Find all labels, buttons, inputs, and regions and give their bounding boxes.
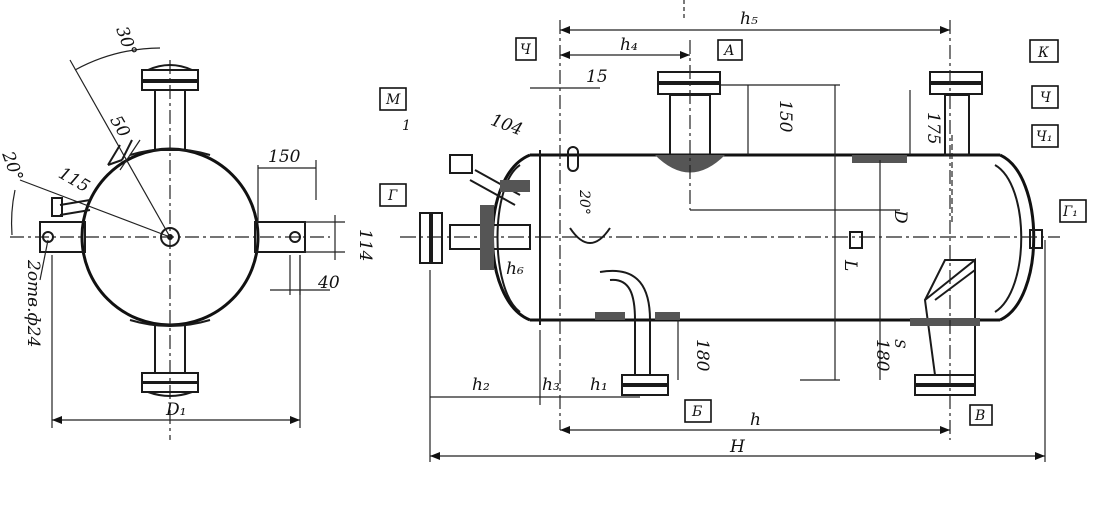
tag-v-text: В [974,408,985,424]
tag-ch-1 [515,37,537,61]
dim-175-label: 175 [923,112,943,144]
tag-ch-1-text: Ч [520,42,532,58]
end-view: 30° 20° 50 115 150 114 40 2отв.ф24 D₁ [0,24,375,440]
dim-1-label: 1 [402,118,411,134]
holes-label: 2отв.ф24 [23,259,43,347]
left-support [39,221,86,253]
dim-180-a-label: 180 [692,339,712,372]
tag-ch1 [1031,124,1059,148]
tag-g1-text: Г₁ [1062,204,1078,220]
h3-label: h₃ [542,375,560,395]
tag-g-text: Г [387,188,398,204]
tag-b [684,399,712,423]
tag-k-text: К [1037,45,1050,61]
tag-m-text: М [385,92,401,108]
dim-50-label: 50 [105,112,133,141]
tag-g1 [1059,199,1087,223]
h6-label: h₆ [506,259,524,279]
nozzle-k [944,94,970,156]
h1-label: h₁ [590,375,608,395]
tag-g [379,183,407,207]
dim-115-label: 115 [55,163,93,197]
u-bracket [569,227,611,244]
small-plate [849,231,863,249]
tag-ch1-text: Ч₁ [1036,129,1052,145]
tag-k [1029,39,1059,63]
d1-label: D₁ [165,400,186,420]
side-view: Ч А К Ч Ч₁ М Г Г₁ Б В h₅ h₄ 15 104 150 1… [379,0,1087,462]
nozzle-b [599,269,651,375]
dim-104-label: 104 [488,110,525,140]
tag-v [969,404,993,426]
dim-150-label: 150 [268,147,301,167]
tag-b-text: Б [691,404,702,420]
h2-label: h₂ [472,375,490,395]
right-support [254,221,306,253]
angle-20-label: 20° [0,148,27,184]
dim-40-label: 40 [317,273,340,293]
angle-20-side-label: 20° [576,189,592,215]
H-label: H [729,437,746,457]
level-sensor [567,146,579,172]
dim-180-b-label: 180 [872,339,892,372]
dim-150-side-label: 150 [775,100,795,133]
tag-ch-2 [1031,85,1059,109]
S-label: S [891,339,907,349]
L-label: L [840,259,860,271]
tag-a-text: А [723,43,735,59]
D-label: D [890,209,910,224]
tag-ch-2-text: Ч [1040,90,1052,106]
h5-label: h₅ [740,9,758,29]
h-label: h [750,410,761,430]
tag-m [379,87,407,111]
dim-15-label: 15 [586,67,608,87]
h4-label: h₄ [620,35,638,55]
tag-a [717,39,743,61]
dim-114-label: 114 [355,229,375,261]
right-bolt-hole [289,231,301,243]
nozzle-a-pad [655,155,725,173]
nozzle-g1 [1029,229,1043,249]
